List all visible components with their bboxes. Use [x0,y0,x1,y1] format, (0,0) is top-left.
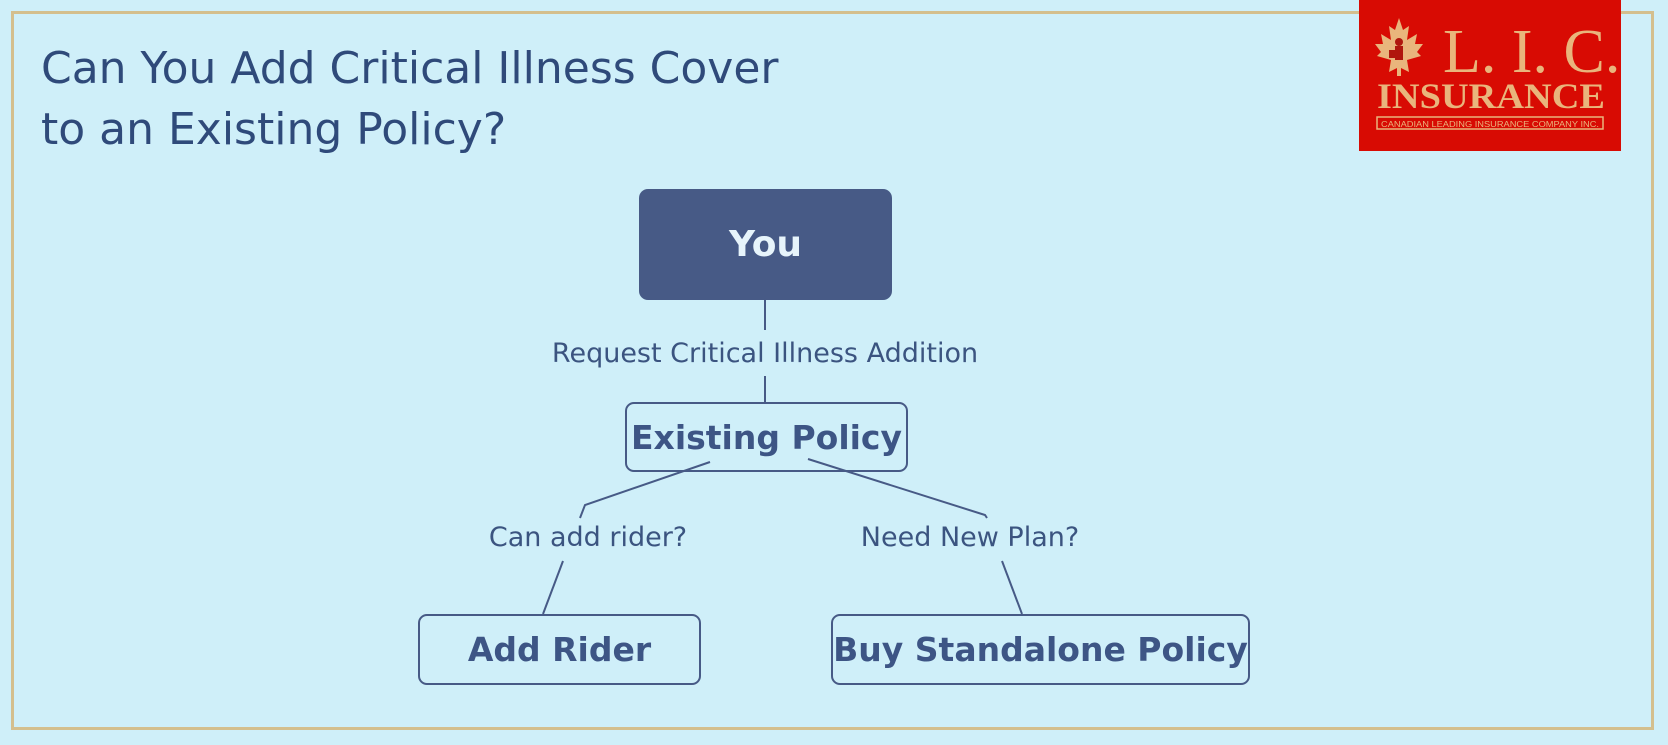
title-line-2: to an Existing Policy? [41,104,507,155]
connector-existing-to-rider-label [579,461,711,519]
logo-graphic: L. I. C. INSURANCE CANADIAN LEADING INSU… [1375,18,1620,130]
logo-tagline: CANADIAN LEADING INSURANCE COMPANY INC. [1381,119,1599,129]
knight-icon [1389,38,1403,60]
node-you: You [639,189,892,300]
node-existing-policy: Existing Policy [625,402,908,472]
edge-label-can-add-rider: Can add rider? [488,522,688,553]
logo-wordmark: L. I. C. [1443,18,1620,86]
title-line-1: Can You Add Critical Illness Cover [41,43,779,94]
page-title: Can You Add Critical Illness Cover to an… [41,38,801,160]
page-frame [11,11,1654,730]
logo-insurance-text: INSURANCE [1377,76,1605,116]
connector-existing-to-plan-label [807,458,988,519]
edge-label-request: Request Critical Illness Addition [551,338,979,369]
company-logo: L. I. C. INSURANCE CANADIAN LEADING INSU… [1359,0,1621,151]
connector-rider-label-to-add-rider [542,560,564,615]
connector-plan-label-to-standalone [1001,560,1023,615]
node-add-rider: Add Rider [418,614,701,685]
edge-label-need-new-plan: Need New Plan? [860,522,1080,553]
node-buy-standalone-policy: Buy Standalone Policy [831,614,1250,685]
logo-tagline-band [1376,116,1604,130]
